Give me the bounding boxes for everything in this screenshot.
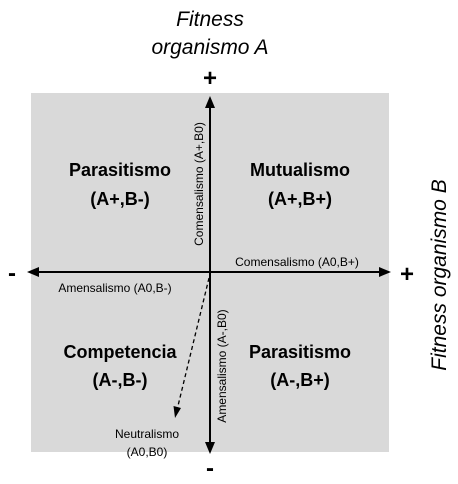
arrowhead-left-icon xyxy=(27,267,39,277)
axis-label-left: Amensalismo (A0,B-) xyxy=(58,281,171,295)
dashed-arrow-icon xyxy=(173,406,181,418)
axis-label-down: Amensalismo (A-,B0) xyxy=(215,309,229,422)
quadrant-bottom-right-code: (A-,B+) xyxy=(270,370,330,390)
neutral-label-line2: (A0,B0) xyxy=(127,445,168,459)
quadrant-bottom-left-name: Competencia xyxy=(63,342,177,362)
y-axis-title-line2: organismo A xyxy=(151,36,268,59)
y-axis-title-line1: Fitness xyxy=(176,8,244,31)
sign-right: + xyxy=(400,261,414,288)
neutral-label-line1: Neutralismo xyxy=(115,427,179,441)
sign-top: + xyxy=(203,65,217,92)
quadrant-top-left-code: (A+,B-) xyxy=(90,189,150,209)
quadrant-top-right-code: (A+,B+) xyxy=(268,189,332,209)
quadrant-top-left-name: Parasitismo xyxy=(69,160,171,180)
neutral-dashed-line xyxy=(176,277,210,411)
axis-label-right: Comensalismo (A0,B+) xyxy=(235,255,359,269)
quadrant-top-right-name: Mutualismo xyxy=(250,160,350,180)
arrowhead-up-icon xyxy=(205,96,215,108)
arrowhead-down-icon xyxy=(205,442,215,454)
sign-bottom: - xyxy=(206,455,214,482)
quadrant-bottom-right-name: Parasitismo xyxy=(249,342,351,362)
quadrant-bottom-left-code: (A-,B-) xyxy=(93,370,148,390)
x-axis-title: Fitness organismo B xyxy=(428,179,451,370)
sign-left: - xyxy=(8,260,16,287)
arrowhead-right-icon xyxy=(379,267,391,277)
axis-label-up: Comensalismo (A+,B0) xyxy=(192,122,206,246)
